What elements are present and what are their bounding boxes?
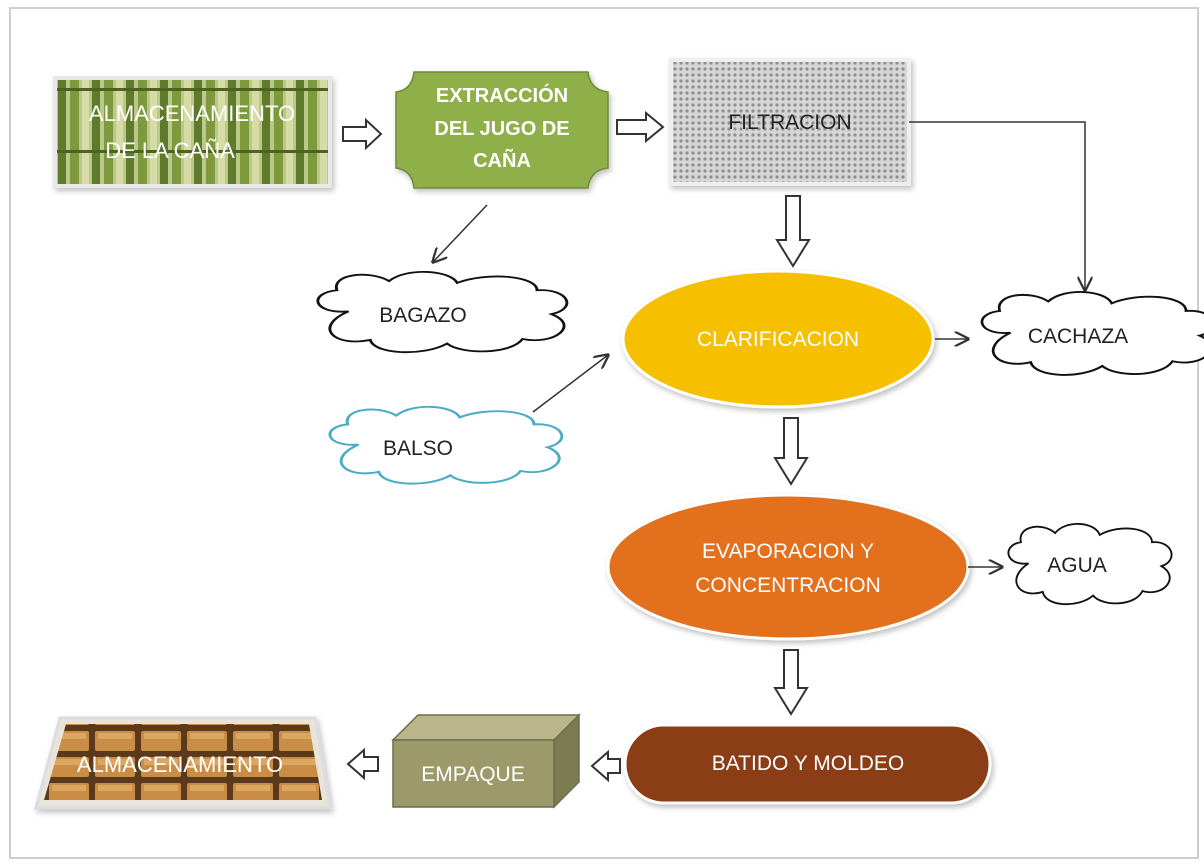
block-arrow-down-1 [775, 195, 811, 268]
block-arrow-right-1 [342, 117, 383, 151]
block-arrow-left-1 [590, 749, 621, 783]
almacenamiento-label: ALMACENAMIENTO [77, 752, 283, 777]
node-evaporacion: EVAPORACION Y CONCENTRACION [606, 493, 970, 641]
evaporacion-ellipse [606, 493, 970, 641]
agua-label: AGUA [1047, 554, 1107, 577]
block-arrow-down-3 [773, 649, 809, 716]
empaque-front [392, 739, 555, 808]
block-arrow-right-2 [616, 110, 665, 144]
empaque-top [391, 714, 581, 741]
node-bagazo: BAGAZO [316, 270, 569, 354]
balso-label: BALSO [383, 437, 453, 460]
filtracion-label: FILTRACION [728, 111, 851, 134]
node-agua: AGUA [1007, 522, 1173, 606]
block-arrow-left-2 [346, 747, 379, 781]
extraccion-line1: EXTRACCIÓN [436, 83, 568, 107]
batido-label: BATIDO Y MOLDEO [712, 752, 905, 775]
node-filtracion: FILTRACION [669, 58, 911, 186]
arrow-balso-clarificacion [532, 355, 608, 413]
node-empaque: EMPAQUE [391, 713, 581, 809]
extraccion-line2: DEL JUGO DE [434, 118, 569, 140]
extraccion-line3: CAÑA [473, 149, 531, 172]
cachaza-label: CACHAZA [1028, 325, 1128, 348]
cane-image [53, 76, 332, 188]
clarificacion-ellipse [621, 269, 935, 409]
node-clarificacion: CLARIFICACION [621, 269, 935, 409]
node-extraccion: EXTRACCIÓN DEL JUGO DE CAÑA [395, 71, 609, 189]
filtracion-box [669, 58, 911, 186]
block-arrow-down-2 [773, 417, 809, 486]
node-cachaza: CACHAZA [980, 290, 1204, 377]
almacenamiento-cana-line1: ALMACENAMIENTO [89, 101, 295, 126]
evaporacion-line1: EVAPORACION Y [702, 540, 874, 563]
almacenamiento-cana-line2: DE LA CAÑA [105, 138, 235, 163]
evaporacion-line2: CONCENTRACION [695, 574, 881, 597]
clarificacion-label: CLARIFICACION [697, 328, 859, 351]
empaque-label: EMPAQUE [421, 763, 524, 786]
node-balso: BALSO [328, 405, 564, 486]
batido-shape [623, 723, 992, 805]
node-batido: BATIDO Y MOLDEO [623, 723, 992, 805]
node-almacenamiento: ALMACENAMIENTO [34, 716, 332, 810]
node-almacenamiento-cana: ALMACENAMIENTO DE LA CAÑA [53, 76, 332, 188]
panela-image [44, 724, 322, 800]
extraccion-shape [395, 71, 609, 189]
arrow-filtracion-cachaza [909, 121, 1085, 290]
bagazo-label: BAGAZO [379, 304, 467, 327]
arrow-extraccion-bagazo [433, 204, 488, 262]
